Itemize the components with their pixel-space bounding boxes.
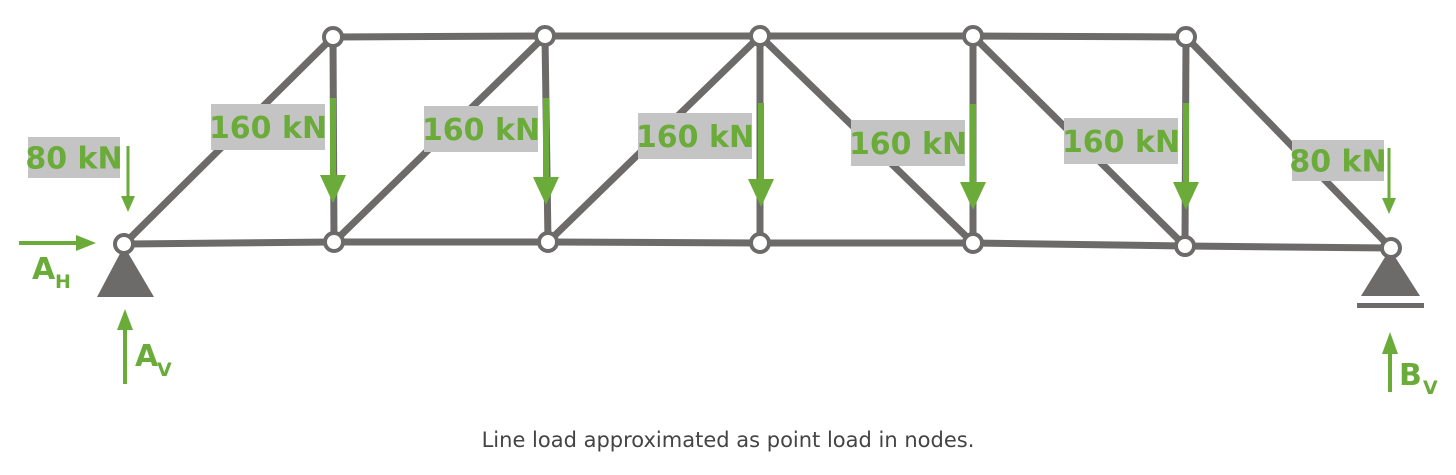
reaction-av-subscript: V	[157, 359, 172, 381]
point-load: 160 kN	[209, 98, 346, 203]
reaction-bv: B V	[1382, 332, 1438, 399]
right-roller-support	[1357, 249, 1424, 308]
truss-node	[962, 25, 984, 47]
load-label-bg	[28, 137, 120, 178]
point-load: 160 kN	[636, 103, 774, 207]
load-label: 80 kN	[1289, 145, 1386, 180]
load-arrow-head	[960, 182, 986, 210]
point-load: 160 kN	[422, 98, 559, 205]
load-label-bg	[638, 113, 752, 159]
load-label-bg	[851, 120, 965, 166]
truss-node	[749, 232, 771, 254]
reaction-ah-label: A	[32, 252, 56, 287]
point-load: 80 kN	[1289, 140, 1396, 214]
reaction-bv-label: B	[1399, 358, 1422, 393]
truss-member	[969, 239, 1189, 250]
load-arrow-head	[320, 175, 346, 203]
figure-caption: Line load approximated as point load in …	[481, 428, 975, 452]
reaction-bv-subscript: V	[1423, 377, 1438, 399]
load-label: 160 kN	[636, 120, 754, 155]
load-arrow-head	[1382, 198, 1396, 214]
truss-node	[322, 26, 344, 48]
point-load: 80 kN	[25, 137, 135, 212]
truss-node	[537, 231, 559, 253]
load-label-bg	[1064, 118, 1178, 164]
load-label: 160 kN	[1062, 125, 1180, 160]
load-label-bg	[424, 106, 538, 152]
point-loads: 80 kN 160 kN 160 kN 160 kN 160 kN 160 kN 80 kN	[25, 98, 1396, 214]
reaction-av-label: A	[135, 339, 159, 374]
truss-nodes	[113, 25, 1402, 259]
load-arrow-head	[121, 196, 135, 212]
load-arrow-head	[748, 179, 774, 207]
load-label-bg	[211, 104, 325, 150]
reaction-av: A V	[117, 309, 172, 384]
truss-member	[1182, 33, 1395, 252]
truss-member	[544, 238, 764, 247]
truss-node	[1380, 237, 1402, 259]
point-load: 160 kN	[849, 104, 986, 210]
truss-node	[962, 232, 984, 254]
truss-node	[323, 231, 345, 253]
truss-node	[113, 233, 135, 255]
load-label: 160 kN	[209, 111, 327, 146]
reaction-ah-subscript: H	[55, 271, 71, 293]
truss-node	[749, 25, 771, 47]
truss-member	[969, 32, 1190, 41]
truss-node	[534, 25, 556, 47]
truss-node	[1174, 235, 1196, 257]
load-arrow-head	[1173, 182, 1199, 210]
truss-member	[329, 32, 549, 41]
truss-member	[1181, 242, 1395, 252]
truss-node	[1175, 26, 1197, 48]
point-load: 160 kN	[1062, 103, 1199, 210]
load-label-bg	[1292, 140, 1384, 181]
reaction-ah: A H	[19, 235, 96, 293]
load-label: 160 kN	[422, 113, 540, 148]
load-label: 80 kN	[25, 142, 122, 177]
load-arrow-head	[533, 177, 559, 205]
load-label: 160 kN	[849, 127, 967, 162]
truss-member	[120, 238, 338, 248]
left-pinned-support	[97, 246, 154, 297]
